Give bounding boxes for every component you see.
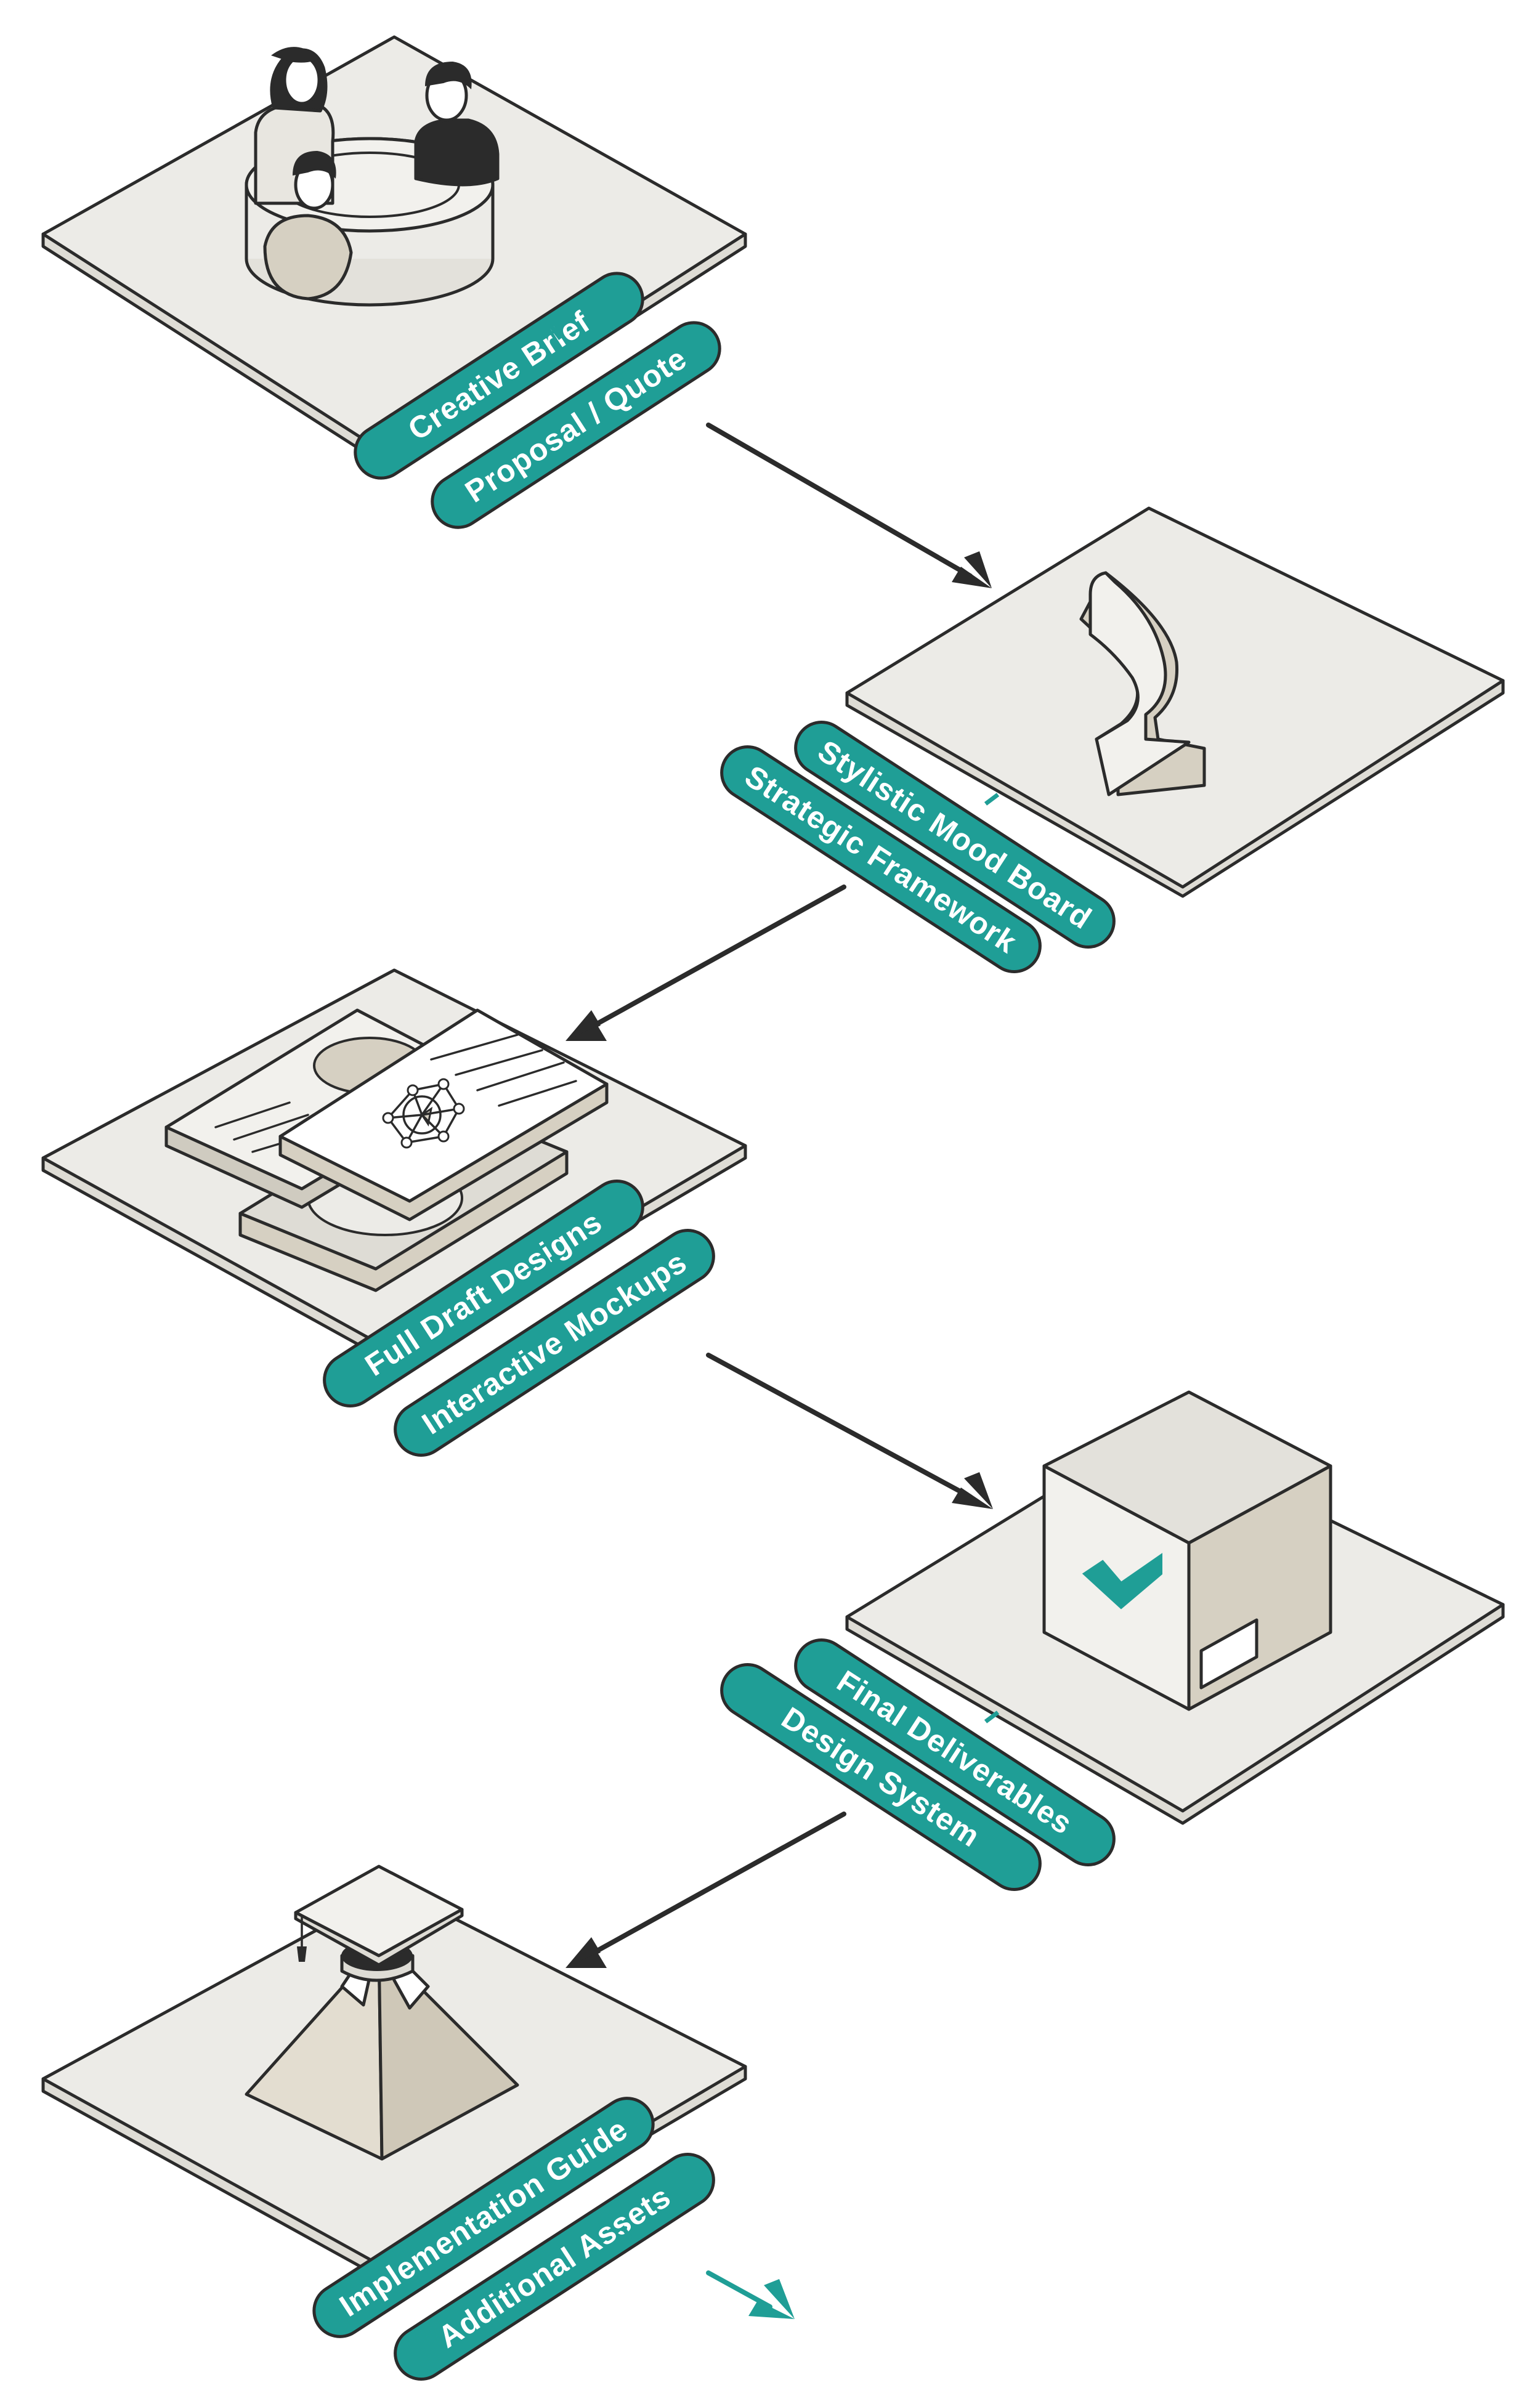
checkmark-icon xyxy=(1082,1553,1162,1609)
label-pill xyxy=(354,272,644,480)
flow-arrow-4 xyxy=(565,1812,846,1968)
label-pill xyxy=(720,745,1042,974)
label-pill xyxy=(794,1638,1116,1867)
s-curve-arrow-icon xyxy=(1079,571,1206,796)
label-pill xyxy=(720,1662,1042,1892)
label-pill xyxy=(323,1179,644,1408)
stage-3: Full Draft Designs Interactive Mockups xyxy=(41,968,747,1457)
flow-arrow-2 xyxy=(565,885,846,1041)
stage-1: Creative Brief Proposal / Quote xyxy=(41,35,747,529)
label-pill xyxy=(431,321,721,529)
people-meeting-icon xyxy=(245,47,500,307)
flow-arrow-final xyxy=(706,2270,795,2319)
stage-4: Final Deliverables Design System xyxy=(720,1390,1505,1892)
checked-box-package-icon xyxy=(1042,1390,1332,1711)
graduation-mountain-icon xyxy=(245,1865,519,2161)
flow-arrow-3 xyxy=(706,1353,993,1509)
label-pill xyxy=(394,1228,715,1457)
flow-arrow-1 xyxy=(706,423,992,588)
label-pill xyxy=(312,2097,655,2338)
stage-5: Implementation Guide Additional Assets xyxy=(41,1865,747,2381)
stage-2: Stylistic Mood Board Strategic Framework xyxy=(720,506,1505,974)
label-pill xyxy=(794,720,1116,949)
draft-documents-icon xyxy=(164,1008,609,1292)
label-pill xyxy=(394,2152,715,2381)
